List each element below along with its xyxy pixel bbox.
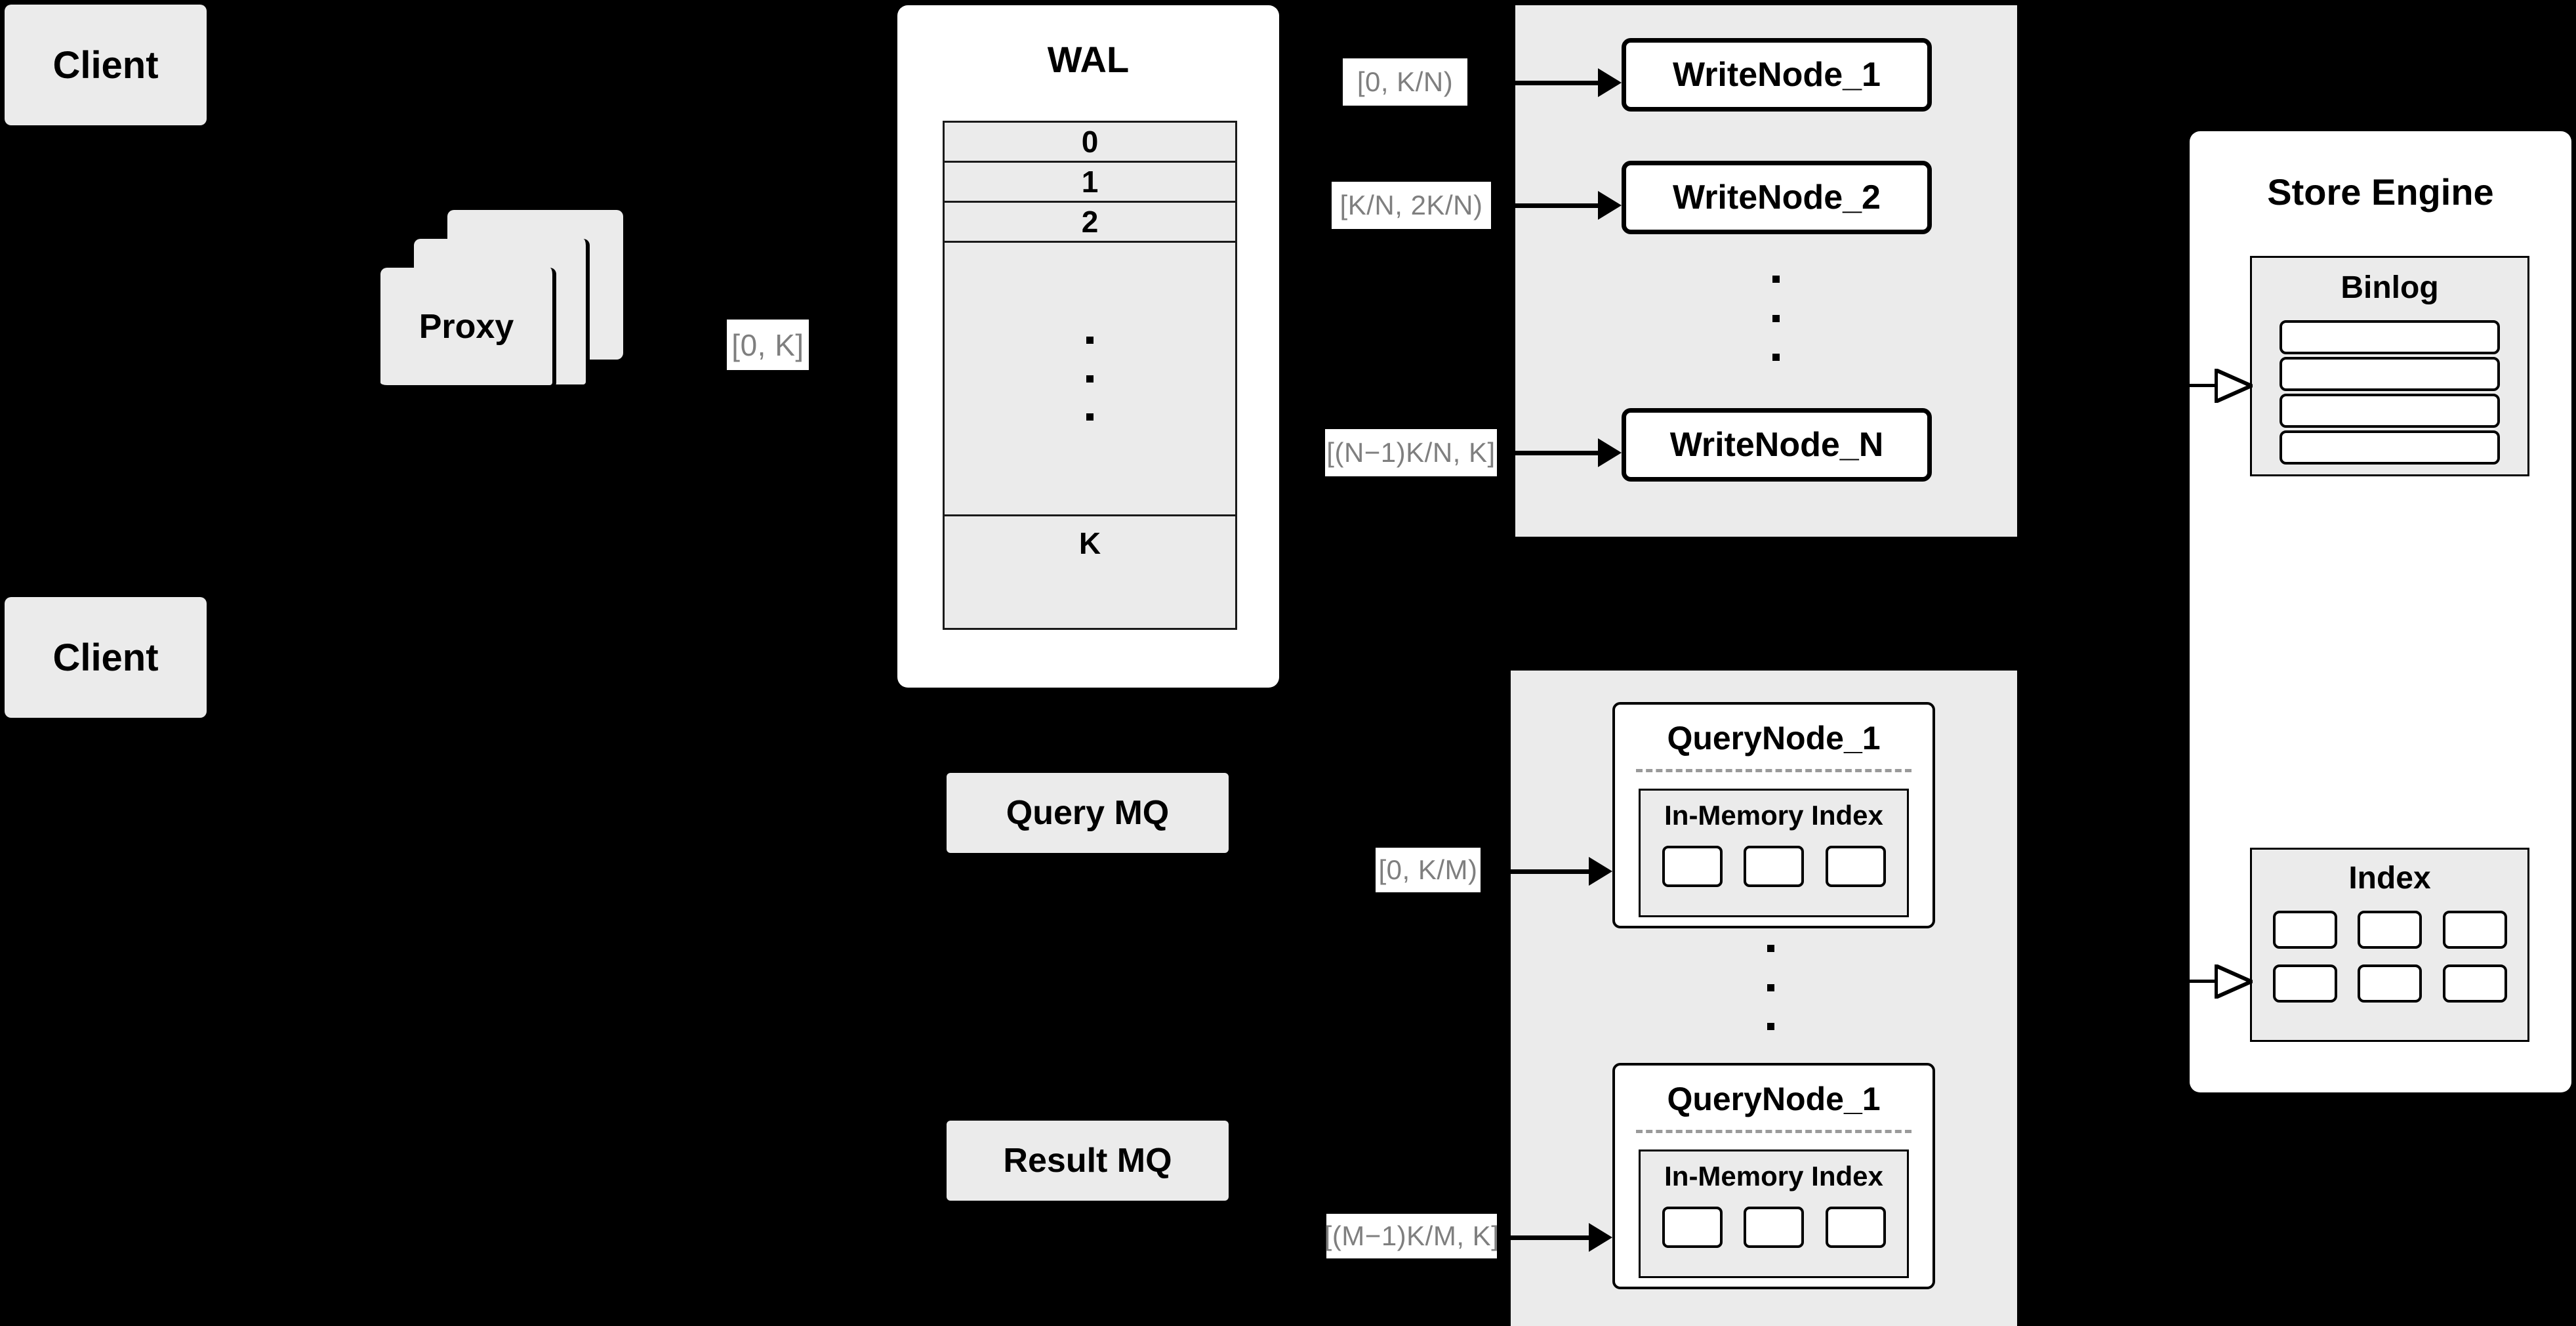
- query-arrow-2-line: [1511, 1235, 1589, 1240]
- index-cell[interactable]: [2272, 964, 2337, 1003]
- in-memory-index-2: In-Memory Index: [1639, 1150, 1909, 1278]
- index-box: Index: [2250, 848, 2529, 1042]
- wal-vertical-dots: [1086, 337, 1094, 421]
- binlog-row[interactable]: [2280, 394, 2500, 428]
- binlog-title: Binlog: [2341, 270, 2439, 305]
- wal-rows: 0 1 2 K: [943, 121, 1237, 630]
- in-memory-index-label: In-Memory Index: [1664, 800, 1883, 831]
- wal-row-1[interactable]: 1: [945, 163, 1235, 203]
- index-cell[interactable]: [2358, 911, 2422, 949]
- label-query-range-2: [(M−1)K/M, K]: [1324, 1214, 1499, 1258]
- write-node-vertical-dots: [1771, 276, 1780, 361]
- binlog-arrow-open-head: [2215, 369, 2253, 403]
- index-arrow-open-head: [2215, 964, 2253, 999]
- wal-row-ellipsis: [945, 243, 1235, 516]
- index-cell[interactable]: [2358, 964, 2422, 1003]
- binlog-row[interactable]: [2280, 430, 2500, 465]
- label-query-range-1: [0, K/M): [1376, 848, 1481, 892]
- wal-row-k[interactable]: K: [1078, 526, 1101, 560]
- write-node-2[interactable]: WriteNode_2: [1622, 161, 1932, 234]
- query-node-label: QueryNode_1: [1667, 1081, 1881, 1117]
- query-node-divider: [1636, 1130, 1912, 1133]
- wal-row-2[interactable]: 2: [945, 203, 1235, 243]
- label-write-range-n: [(N−1)K/N, K]: [1325, 429, 1497, 476]
- write-arrow-1-head: [1598, 68, 1622, 97]
- query-node-vertical-dots: [1766, 945, 1775, 1030]
- binlog-arrow-line: [2190, 384, 2217, 387]
- index-cell[interactable]: [1825, 1207, 1886, 1248]
- wal-title: WAL: [1047, 39, 1130, 80]
- proxy-label: Proxy: [419, 307, 514, 346]
- write-node-label: WriteNode_N: [1669, 426, 1884, 464]
- label-write-range-2: [K/N, 2K/N): [1332, 182, 1491, 229]
- write-node-label: WriteNode_1: [1673, 56, 1881, 94]
- query-mq-box[interactable]: Query MQ: [947, 773, 1229, 853]
- index-cell[interactable]: [1744, 1207, 1804, 1248]
- query-node-label: QueryNode_1: [1667, 720, 1881, 756]
- index-arrow-line: [2190, 980, 2217, 983]
- in-memory-index-label: In-Memory Index: [1664, 1161, 1883, 1191]
- label-write-range-1: [0, K/N): [1343, 58, 1467, 106]
- client-label: Client: [52, 43, 159, 87]
- index-cell[interactable]: [1825, 846, 1886, 887]
- index-cell[interactable]: [2272, 911, 2337, 949]
- query-node-divider: [1636, 769, 1912, 772]
- wal-panel: WAL 0 1 0 1 2 K: [897, 5, 1279, 688]
- write-arrow-n-head: [1598, 438, 1622, 467]
- store-engine-panel: Store Engine Binlog Index: [2190, 131, 2571, 1092]
- write-node-label: WriteNode_2: [1673, 178, 1881, 217]
- index-cell[interactable]: [1662, 1207, 1723, 1248]
- binlog-row[interactable]: [2280, 357, 2500, 391]
- binlog-row[interactable]: [2280, 320, 2500, 354]
- index-title: Index: [2348, 861, 2431, 896]
- query-arrow-1-line: [1511, 869, 1589, 874]
- write-arrow-1-line: [1515, 81, 1598, 85]
- index-cell[interactable]: [1662, 846, 1723, 887]
- store-engine-title: Store Engine: [2267, 171, 2494, 213]
- query-node-1[interactable]: QueryNode_1 In-Memory Index: [1612, 702, 1935, 928]
- index-cell[interactable]: [2442, 964, 2507, 1003]
- proxy-card-front[interactable]: Proxy: [380, 268, 556, 389]
- query-node-2[interactable]: QueryNode_1 In-Memory Index: [1612, 1063, 1935, 1289]
- write-arrow-2-line: [1515, 203, 1598, 208]
- wal-row-0[interactable]: 0: [945, 123, 1235, 163]
- in-memory-index-1: In-Memory Index: [1639, 789, 1909, 917]
- client-label: Client: [52, 636, 159, 679]
- binlog-box: Binlog: [2250, 256, 2529, 476]
- client-box-1[interactable]: Client: [5, 5, 207, 125]
- write-arrow-n-line: [1515, 451, 1598, 455]
- write-node-1[interactable]: WriteNode_1: [1622, 38, 1932, 112]
- index-cell[interactable]: [2442, 911, 2507, 949]
- write-arrow-2-head: [1598, 191, 1622, 220]
- index-cell[interactable]: [1744, 846, 1804, 887]
- query-arrow-2-head: [1589, 1223, 1612, 1252]
- result-mq-label: Result MQ: [1003, 1142, 1172, 1180]
- label-proxy-range: [0, K]: [727, 320, 809, 370]
- proxy-stack[interactable]: Proxy: [380, 210, 663, 440]
- query-mq-label: Query MQ: [1006, 794, 1170, 832]
- result-mq-box[interactable]: Result MQ: [947, 1121, 1229, 1201]
- write-node-n[interactable]: WriteNode_N: [1622, 408, 1932, 482]
- client-box-2[interactable]: Client: [5, 597, 207, 718]
- query-arrow-1-head: [1589, 857, 1612, 886]
